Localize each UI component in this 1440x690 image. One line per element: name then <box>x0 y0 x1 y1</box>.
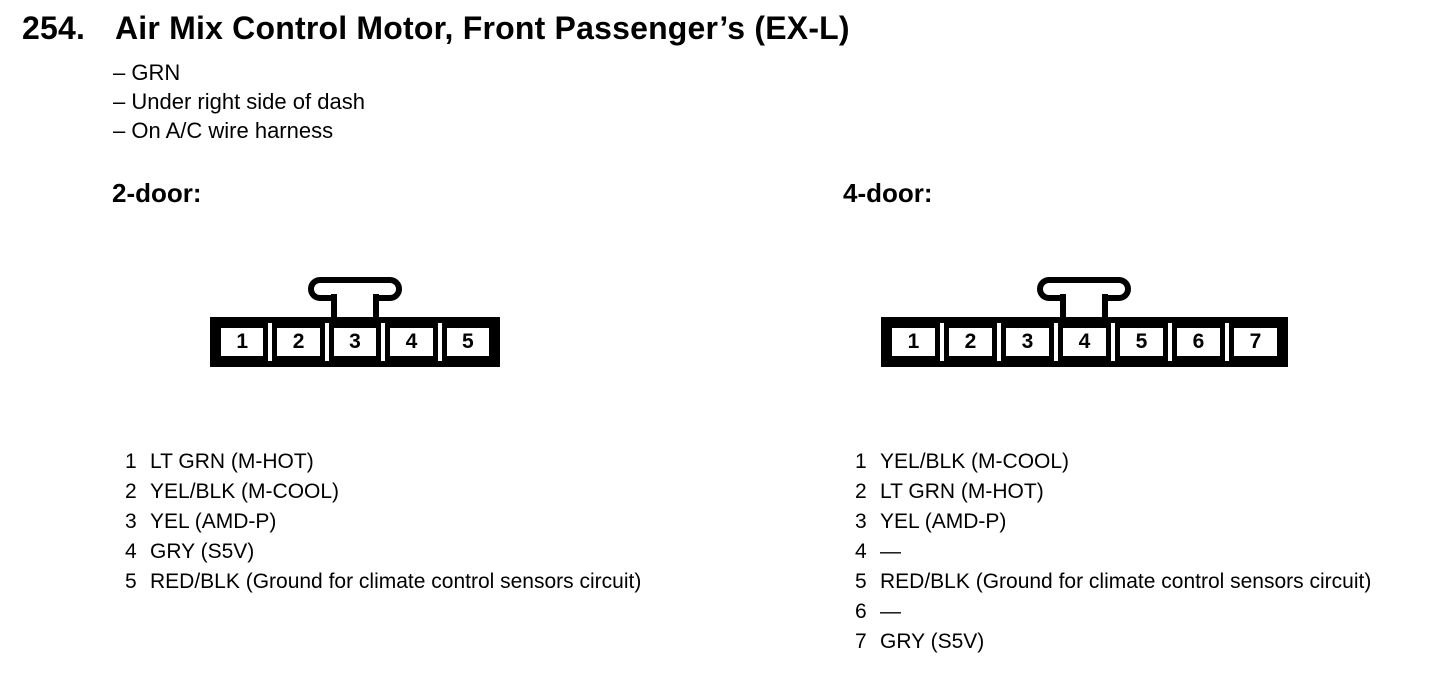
connector-pin-cell: 4 <box>1058 323 1111 361</box>
connector-pin-cell: 3 <box>1001 323 1054 361</box>
pin-row: 5 RED/BLK (Ground for climate control sen… <box>855 567 1371 597</box>
pin-list-2door: 1 LT GRN (M-HOT) 2 YEL/BLK (M-COOL) 3 YEL (AM… <box>125 447 641 597</box>
connector-pin-cell: 1 <box>887 323 940 361</box>
pin-description: GRY (S5V) <box>880 630 985 653</box>
pin-row: 3 YEL (AMD-P) <box>125 507 641 537</box>
pin-description: YEL (AMD-P) <box>150 510 277 533</box>
pin-number: 3 <box>855 510 867 533</box>
connector-pin-cell: 5 <box>1115 323 1168 361</box>
notes-list: – GRN – Under right side of dash – On A/C … <box>113 58 365 145</box>
pin-row: 4— <box>855 537 1371 567</box>
pin-row: 4 GRY (S5V) <box>125 537 641 567</box>
pin-number: 1 <box>125 450 137 473</box>
pin-number: 1 <box>855 450 867 473</box>
item-title: Air Mix Control Motor, Front Passenger’s… <box>115 10 850 46</box>
pin-number: 5 <box>855 570 867 593</box>
connector-pin-cell: 5 <box>441 323 495 361</box>
item-number: 254. <box>22 10 86 46</box>
connector-pin-cell: 4 <box>385 323 438 361</box>
note-line: – GRN <box>113 60 181 85</box>
connector-pin-cell: 1 <box>216 323 269 361</box>
pin-row: 1 LT GRN (M-HOT) <box>125 447 641 477</box>
pin-row: 1 YEL/BLK (M-COOL) <box>855 447 1371 477</box>
pin-description: LT GRN (M-HOT) <box>150 450 314 473</box>
pin-description: RED/BLK (Ground for climate control sens… <box>150 570 642 593</box>
connector-lock-tab-stem <box>1060 294 1108 317</box>
pin-description: YEL/BLK (M-COOL) <box>150 480 340 503</box>
pin-number: 4 <box>125 540 137 563</box>
pin-row: 5 RED/BLK (Ground for climate control sen… <box>125 567 641 597</box>
pin-row: 2 LT GRN (M-HOT) <box>855 477 1371 507</box>
pin-number: 7 <box>855 630 867 653</box>
connector-pin-cell: 2 <box>272 323 325 361</box>
pin-row: 3 YEL (AMD-P) <box>855 507 1371 537</box>
section-label-2door: 2-door: <box>112 178 202 208</box>
note-line: – Under right side of dash <box>113 89 365 114</box>
pin-row: 6— <box>855 597 1371 627</box>
connector-pin-cell: 3 <box>328 323 382 361</box>
connector-pin-cell: 6 <box>1172 323 1225 361</box>
connector-lock-tab-stem <box>331 294 379 317</box>
pin-number: 2 <box>855 480 867 503</box>
pin-description: GRY (S5V) <box>150 540 255 563</box>
section-label-4door: 4-door: <box>843 178 933 208</box>
pin-row: 7 GRY (S5V) <box>855 627 1371 657</box>
pin-description: — <box>880 600 901 623</box>
pin-description: — <box>880 540 901 563</box>
pin-description: RED/BLK (Ground for climate control sens… <box>880 570 1372 593</box>
pin-number: 3 <box>125 510 137 533</box>
pin-number: 6 <box>855 600 867 623</box>
connector-pin-cell: 7 <box>1229 323 1282 361</box>
pin-description: LT GRN (M-HOT) <box>880 480 1044 503</box>
connector-pin-cell: 2 <box>944 323 997 361</box>
note-line: – On A/C wire harness <box>113 118 334 143</box>
pin-number: 5 <box>125 570 137 593</box>
pin-list-4door: 1 YEL/BLK (M-COOL) 2 LT GRN (M-HOT) 3 YEL (AM… <box>855 447 1371 657</box>
pin-description: YEL (AMD-P) <box>880 510 1007 533</box>
pin-row: 2 YEL/BLK (M-COOL) <box>125 477 641 507</box>
pin-number: 4 <box>855 540 867 563</box>
pin-description: YEL/BLK (M-COOL) <box>880 450 1070 473</box>
page-title: 254. Air Mix Control Motor, Front Passen… <box>22 10 850 47</box>
pin-number: 2 <box>125 480 137 503</box>
